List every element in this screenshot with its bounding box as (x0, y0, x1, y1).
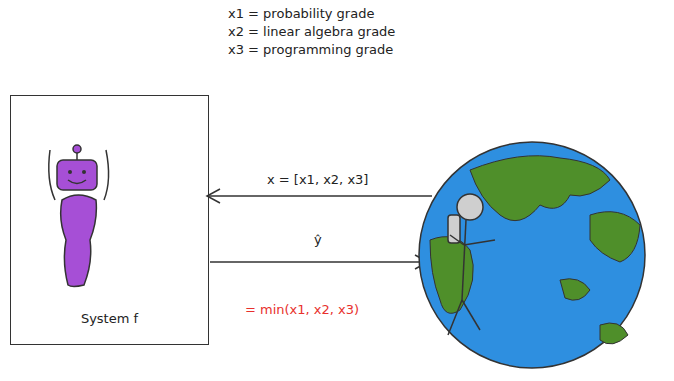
globe (419, 142, 645, 368)
variable-note: x3 = programming grade (228, 42, 393, 58)
stick-figure (448, 194, 495, 335)
arrows (207, 189, 432, 269)
input-label: x = [x1, x2, x3] (267, 172, 368, 188)
variable-note: x1 = probability grade (228, 6, 374, 22)
variable-note: x2 = linear algebra grade (228, 24, 395, 40)
node-label: System f (11, 311, 208, 326)
output-label: ŷ (314, 232, 322, 248)
formula-label: = min(x1, x2, x3) (245, 302, 359, 318)
system-box: System f (10, 95, 209, 345)
robot (49, 145, 109, 287)
